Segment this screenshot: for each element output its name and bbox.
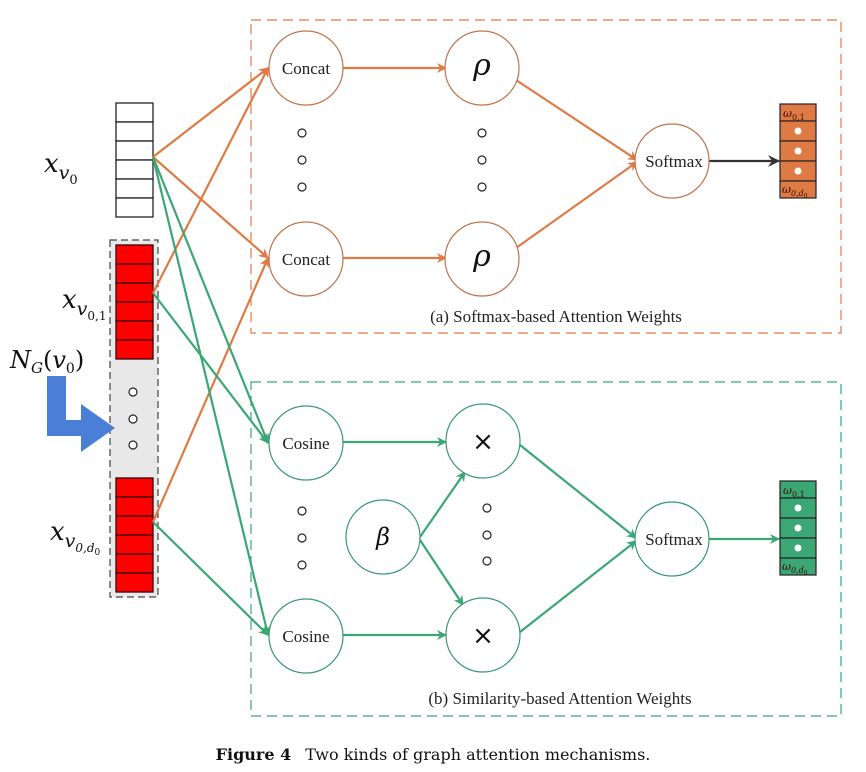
softmax-a-node: Softmax [634,123,710,199]
rho-top-node: ρ [444,30,520,106]
svg-text:×: × [472,427,494,457]
x-v0d0-vector [115,477,154,593]
vector-cell [115,121,154,142]
vector-cell [115,301,154,322]
output-cell [779,557,817,576]
output-ellipsis-dot [794,147,802,155]
svg-text:Concat: Concat [282,59,330,78]
output-cell [779,180,817,199]
output-ellipsis-dot [794,504,802,512]
svg-text:×: × [472,621,494,651]
x-v01-label: xv0,1 [62,285,107,323]
panel-b-frame [250,381,842,717]
svg-text:ρ: ρ [472,239,491,274]
panel-a-frame [250,19,842,334]
vector-cell [115,320,154,341]
vector-cell [115,263,154,284]
output-ellipsis-dot [794,167,802,175]
vector-cell [115,102,154,123]
beta-node: β [345,499,421,575]
panel-a-edges [342,63,638,263]
vector-cell [115,159,154,180]
panel-a-label: (a) Softmax-based Attention Weights [430,307,682,326]
weight-first-label: ω0,1 [783,484,805,499]
output-ellipsis-dot [794,544,802,552]
output-ellipsis-dot [794,524,802,532]
neighborhood-label: NG(v0) [9,346,84,377]
svg-text:β: β [375,523,390,551]
rho-bottom-node: ρ [444,221,520,297]
svg-text:Softmax: Softmax [645,152,703,171]
cosine-top-node: Cosine [268,405,344,481]
vector-cell [115,496,154,517]
panel-a-output-vector: ω0,1 ω0,d0 [779,103,817,200]
panel-b-output-vector: ω0,1 ω0,d0 [779,480,817,577]
svg-text:Cosine: Cosine [282,434,329,453]
neighborhood-ellipsis [128,387,138,450]
vector-cell [115,140,154,161]
panel-a-input-edges [151,67,270,523]
svg-text:ρ: ρ [472,48,491,83]
panel-b-label: (b) Similarity-based Attention Weights [428,689,691,708]
softmax-b-node: Softmax [634,501,710,577]
vector-cell [115,282,154,303]
vector-cell [115,477,154,498]
times-top-node: × [445,403,521,479]
vector-cell [115,339,154,360]
vector-cell [115,553,154,574]
x-v0-vector [115,102,154,218]
weight-last-label: ω0,d0 [782,183,808,200]
x-v0-label: xv0 [44,149,78,188]
vector-cell [115,515,154,536]
x-v01-vector [115,244,154,360]
panel-a-ellipsis [297,128,487,192]
svg-text:Concat: Concat [282,250,330,269]
weight-first-label: ω0,1 [783,107,805,122]
x-v0d0-label: xv0,d0 [50,517,101,558]
concat-bottom-node: Concat [268,221,344,297]
vector-cell [115,244,154,265]
concat-top-node: Concat [268,30,344,106]
svg-text:Cosine: Cosine [282,627,329,646]
vector-cell [115,572,154,593]
vector-cell [115,178,154,199]
panel-b-input-edges [151,156,271,636]
panel-b-ellipsis [297,503,492,570]
neighborhood-arrow-icon [47,376,115,452]
output-ellipsis-dot [794,127,802,135]
svg-text:Softmax: Softmax [645,530,703,549]
vector-cell [115,197,154,218]
vector-cell [115,534,154,555]
panel-b-edges [342,437,780,640]
times-bottom-node: × [445,597,521,673]
cosine-bottom-node: Cosine [268,598,344,674]
weight-last-label: ω0,d0 [782,560,808,577]
